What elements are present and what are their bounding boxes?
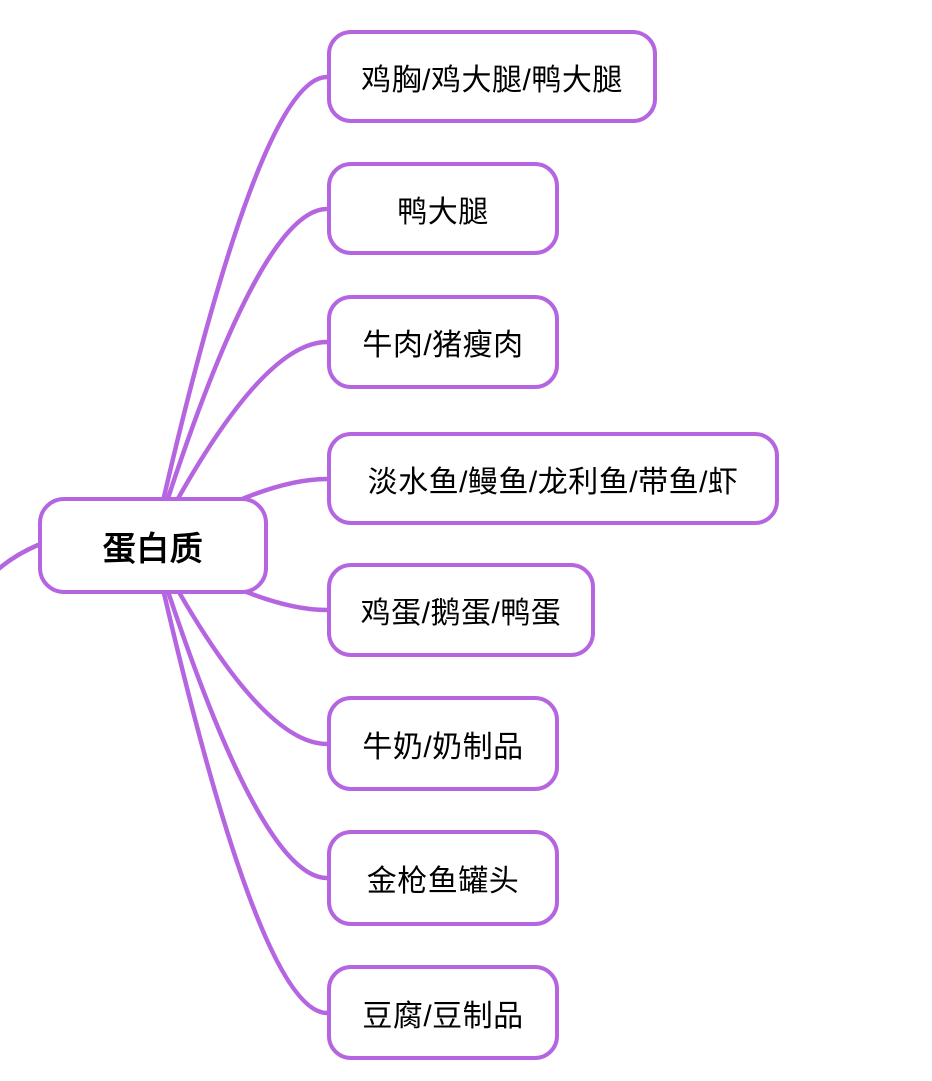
child-node-4[interactable]: 淡水鱼/鳗鱼/龙利鱼/带鱼/虾 [327, 432, 779, 525]
branch-curve-3 [150, 339, 330, 548]
child-node-label: 豆腐/豆制品 [362, 999, 524, 1033]
branch-curve-1 [150, 74, 330, 548]
branch-curve-2 [150, 206, 330, 548]
child-node-label: 鸡蛋/鹅蛋/鸭蛋 [360, 597, 562, 630]
child-node-1[interactable]: 鸡胸/鸡大腿/鸭大腿 [327, 30, 657, 123]
root-node-label: 蛋白质 [102, 529, 204, 567]
child-node-label: 鸡胸/鸡大腿/鸭大腿 [361, 63, 623, 97]
child-node-label: 鸭大腿 [397, 195, 489, 229]
child-node-6[interactable]: 牛奶/奶制品 [327, 696, 559, 791]
child-node-7[interactable]: 金枪鱼罐头 [327, 830, 559, 926]
child-node-2[interactable]: 鸭大腿 [327, 162, 559, 255]
root-node[interactable]: 蛋白质 [38, 497, 268, 594]
child-node-label: 牛肉/猪瘦肉 [362, 329, 524, 362]
branch-curve-7 [150, 542, 330, 881]
parent-link-curve [0, 542, 41, 571]
child-node-5[interactable]: 鸡蛋/鹅蛋/鸭蛋 [327, 563, 595, 657]
child-node-label: 金枪鱼罐头 [366, 865, 520, 898]
child-node-8[interactable]: 豆腐/豆制品 [327, 965, 559, 1060]
branch-curve-8 [150, 542, 330, 1016]
child-node-3[interactable]: 牛肉/猪瘦肉 [327, 295, 559, 389]
child-node-label: 淡水鱼/鳗鱼/龙利鱼/带鱼/虾 [367, 465, 739, 499]
child-node-label: 牛奶/奶制品 [362, 730, 524, 764]
